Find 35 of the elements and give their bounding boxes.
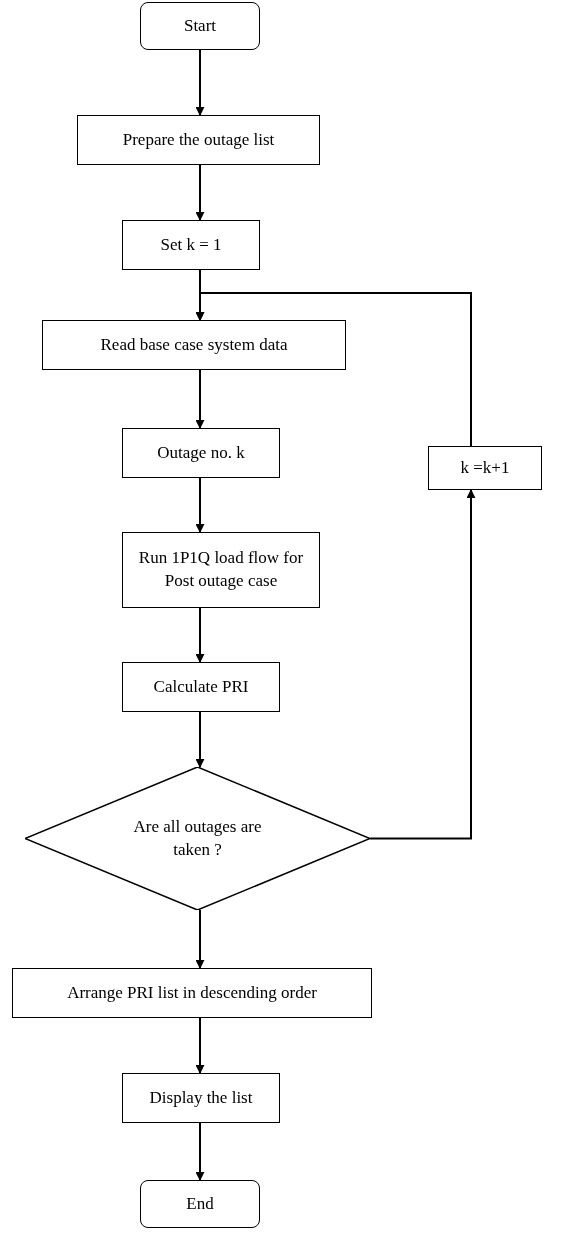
process-box [428, 446, 542, 490]
terminal-box [140, 1180, 260, 1228]
process-box [42, 320, 346, 370]
arrow [195, 909, 205, 969]
process-box [12, 968, 372, 1018]
arrow [195, 49, 205, 116]
node-text: Outage no. k [157, 441, 245, 464]
node-text: k =k+1 [460, 456, 510, 479]
process-box [122, 1073, 280, 1123]
process-box [122, 662, 280, 712]
arrow [195, 711, 205, 768]
process-box [122, 220, 260, 270]
process-box [122, 532, 320, 608]
node-text: Arrange PRI list in descending order [67, 981, 317, 1004]
arrow [195, 369, 205, 429]
decision-diamond [25, 767, 370, 910]
arrow [195, 1017, 205, 1074]
arrow [195, 477, 205, 533]
arrow [195, 1122, 205, 1181]
arrow [369, 489, 476, 840]
node-text: Run 1P1Q load flow for Post outage case [137, 547, 305, 592]
node-text: Calculate PRI [153, 675, 249, 698]
process-box [122, 428, 280, 478]
process-box [77, 115, 320, 165]
node-text: End [186, 1192, 214, 1215]
node-text: Start [183, 14, 217, 37]
node-text: Prepare the outage list [122, 128, 275, 151]
node-text: Display the list [149, 1086, 253, 1109]
arrow [195, 292, 472, 447]
node-text: Are all outages are taken ? [132, 815, 263, 861]
node-text: Read base case system data [100, 333, 288, 356]
terminal-box [140, 2, 260, 50]
arrow [195, 607, 205, 663]
arrow [195, 164, 205, 221]
node-text: Set k = 1 [160, 233, 222, 256]
